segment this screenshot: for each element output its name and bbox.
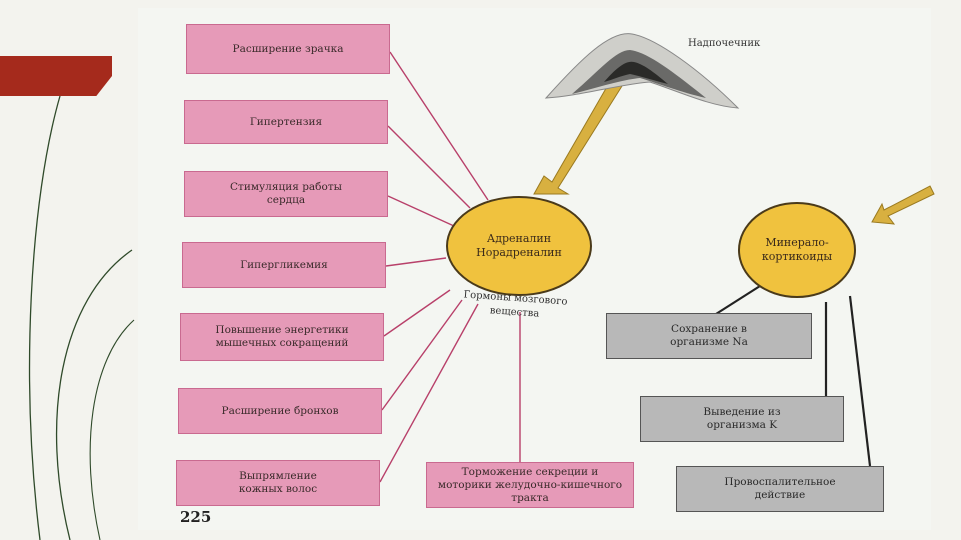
na-retention-box: Сохранение в организме Na bbox=[606, 313, 812, 359]
effect-box-3: Стимуляция работы сердца bbox=[184, 171, 388, 217]
effect-box-1: Расширение зрачка bbox=[186, 24, 390, 74]
effect-box-2: Гипертензия bbox=[184, 100, 388, 144]
adrenal-gland-icon bbox=[544, 33, 740, 109]
proinflammatory-box: Провоспалительное действие bbox=[676, 466, 884, 512]
effect-box-5: Повышение энергетики мышечных сокращений bbox=[180, 313, 384, 361]
effect-box-7: Выпрямление кожных волос bbox=[176, 460, 380, 506]
slide-ribbon bbox=[0, 56, 112, 96]
effect-box-4: Гипергликемия bbox=[182, 242, 386, 288]
effect-box-6: Расширение бронхов bbox=[178, 388, 382, 434]
mineralocorticoids-circle: Минерало-кортикоиды bbox=[738, 202, 856, 298]
effect-box-gi-tract: Торможение секреции и моторики желудочно… bbox=[426, 462, 634, 508]
k-excretion-box: Выведение из организма K bbox=[640, 396, 844, 442]
page-number: 225 bbox=[180, 508, 212, 526]
medulla-hormones-circle: Адреналин Норадреналин bbox=[446, 196, 592, 296]
adrenal-label: Надпочечник bbox=[688, 38, 761, 49]
